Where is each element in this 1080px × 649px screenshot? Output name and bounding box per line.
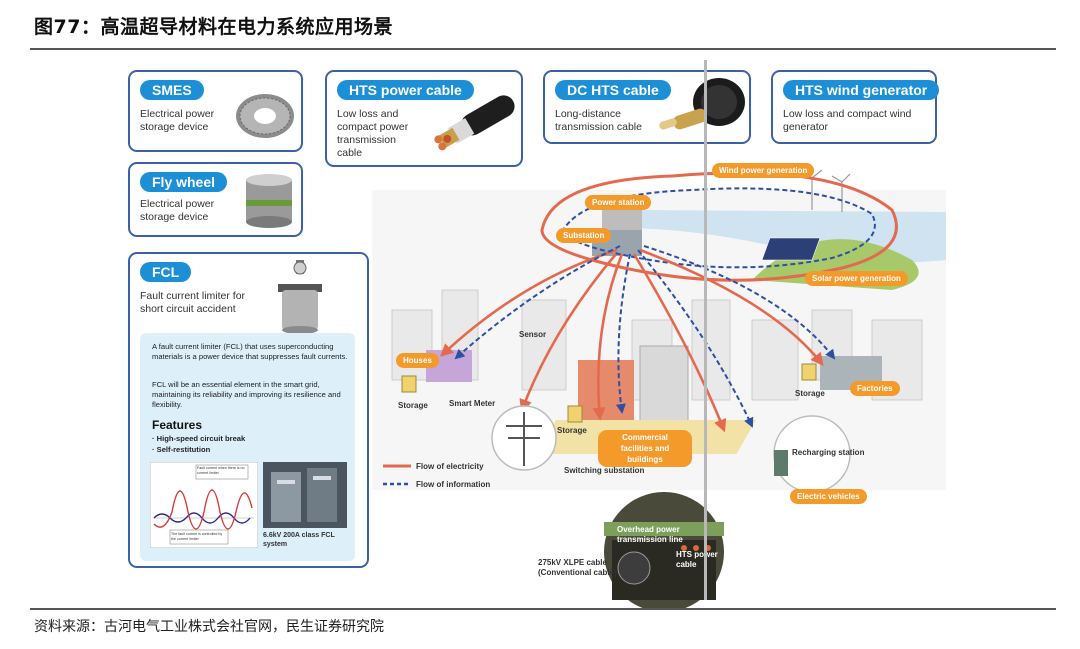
smart-grid-diagram	[372, 169, 946, 610]
information-flow-ev	[637, 249, 754, 428]
hts-power-cable-label: HTS power cable	[676, 550, 718, 569]
fcl-desc: Fault current limiter for short circuit …	[140, 290, 246, 315]
ev-tag: Electric vehicles	[790, 489, 867, 504]
fcl-device-icon	[278, 260, 322, 334]
flywheel-card: Fly wheel Electrical power storage devic…	[128, 162, 303, 237]
information-legend-line	[383, 482, 411, 486]
dc-cable-card: DC HTS cable Long-distance transmission …	[543, 70, 751, 144]
electricity-flow-storage	[519, 253, 617, 413]
underground-surface	[604, 522, 724, 536]
charger-icon	[774, 450, 788, 476]
smes-desc: Electrical power storage device	[140, 108, 215, 133]
storage-commercial-label: Storage	[557, 426, 587, 435]
wind-generator-desc: Low loss and compact wind generator	[783, 108, 912, 133]
electricity-legend-label: Flow of electricity	[416, 462, 484, 471]
electricity-flow-commercial	[592, 253, 624, 421]
electricity-flow-factories	[639, 248, 824, 367]
storage-factories-label: Storage	[795, 389, 825, 398]
information-flow-commercial	[615, 253, 631, 414]
fcl-paragraph-1: A fault current limiter (FCL) that uses …	[152, 342, 348, 361]
hts-cable-icon	[434, 95, 515, 151]
electricity-flow-ev	[632, 253, 727, 433]
flywheel-title: Fly wheel	[140, 172, 228, 192]
electricity-flow-houses	[440, 248, 618, 357]
information-legend-label: Flow of information	[416, 480, 491, 489]
fault-current-graph	[150, 462, 258, 548]
substation-tag: Substation	[556, 228, 612, 243]
fcl-title: FCL	[140, 262, 192, 282]
xlpe-cable-cross-section	[617, 551, 651, 585]
fcl-photo-caption: 6.6kV 200A class FCL system	[263, 532, 335, 548]
graph-label-top: Fault current when there is no current l…	[197, 466, 245, 475]
smes-coil-icon	[236, 94, 294, 138]
flywheel-desc: Electrical power storage device	[140, 198, 215, 223]
solar-panels	[761, 237, 821, 261]
fault-current-line	[153, 489, 253, 530]
storage-houses-label: Storage	[398, 401, 428, 410]
smes-card: SMES Electrical power storage device	[128, 70, 303, 152]
sensor-label: Sensor	[519, 330, 547, 339]
electricity-ring	[540, 171, 898, 282]
hts-cable-desc: Low loss and compact power transmission …	[337, 108, 409, 159]
power-station-tag: Power station	[585, 195, 652, 210]
fcl-paragraph-2: FCL will be an essential element in the …	[152, 380, 341, 409]
source-note: 资料来源：古河电气工业株式会社官网，民生证券研究院	[34, 619, 384, 635]
hts-cable-title: HTS power cable	[337, 80, 474, 100]
smart-meter-label: Smart Meter	[449, 399, 496, 408]
smes-title: SMES	[140, 80, 204, 100]
information-flow-houses	[454, 245, 621, 360]
fcl-system-photo	[263, 462, 347, 528]
commercial-tag: Commercial facilities and buildings	[598, 430, 692, 467]
factories-tag: Factories	[850, 381, 900, 396]
information-flow-factories	[643, 245, 836, 360]
feature-item: · High-speed circuit break	[152, 434, 246, 443]
solar-tag: Solar power generation	[805, 271, 908, 286]
dc-cable-icon	[659, 78, 745, 130]
flywheel-icon	[246, 174, 292, 228]
graph-label-bottom: The fault current is controlled by the c…	[171, 532, 223, 541]
dc-cable-desc: Long-distance transmission cable	[555, 108, 642, 133]
bottom-rule	[30, 608, 1056, 610]
features-heading: Features	[152, 418, 203, 432]
dc-cable-title: DC HTS cable	[555, 80, 671, 100]
wind-generator-title: HTS wind generator	[783, 80, 940, 100]
overhead-line-label: Overhead power transmission line	[617, 525, 683, 544]
switching-substation-label: Switching substation	[564, 466, 645, 475]
storage-icons	[401, 363, 817, 423]
power-station	[602, 206, 642, 230]
feature-item: · Self-restitution	[152, 445, 211, 454]
electricity-legend-line	[383, 464, 411, 468]
page-fold-line	[704, 60, 707, 600]
top-rule	[30, 48, 1056, 50]
pole-icon	[506, 412, 542, 466]
recharging-station-label: Recharging station	[792, 448, 865, 457]
hts-cable-card: HTS power cable Low loss and compact pow…	[325, 70, 523, 167]
xlpe-cable-label: 275kV XLPE cable (Conventional cable)	[538, 558, 617, 577]
wind-power-tag: Wind power generation	[712, 163, 815, 178]
wind-generator-card: HTS wind generator Low loss and compact …	[771, 70, 940, 144]
houses-tag: Houses	[396, 353, 439, 368]
figure-title: 图77：高温超导材料在电力系统应用场景	[34, 16, 393, 38]
